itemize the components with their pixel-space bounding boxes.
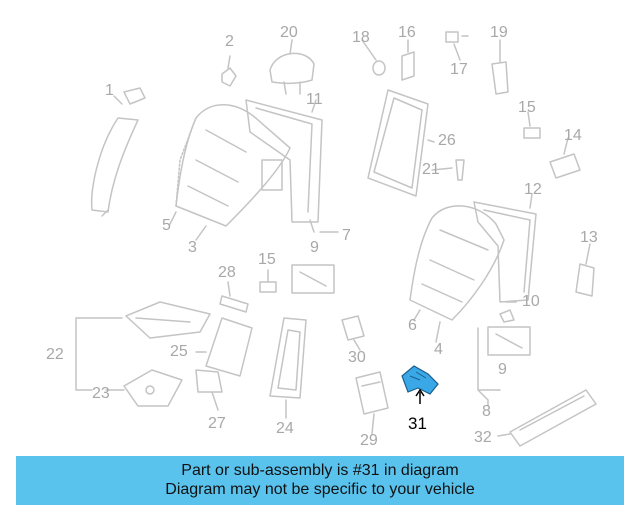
callout-4: 4 (434, 341, 443, 358)
callout-16: 16 (398, 24, 416, 41)
callout-6: 6 (408, 317, 417, 334)
seat-parts-diagram (75, 31, 597, 447)
part-24-tray[interactable] (269, 317, 307, 399)
callout-21: 21 (422, 161, 440, 178)
part-12-right-frame[interactable] (473, 201, 537, 303)
info-banner: Part or sub-assembly is #31 in diagram D… (16, 456, 624, 505)
callout-20: 20 (280, 24, 298, 41)
part-23-bracket[interactable] (123, 369, 183, 407)
part-1-side-trim[interactable] (90, 87, 146, 217)
part-17-screw[interactable] (445, 31, 469, 43)
callout-7: 7 (342, 227, 351, 244)
part-18-grommet[interactable] (372, 60, 386, 76)
callout-15-top: 15 (518, 99, 536, 116)
callout-32: 32 (474, 429, 492, 446)
callout-23: 23 (92, 385, 110, 402)
callout-5: 5 (162, 217, 171, 234)
callout-28: 28 (218, 264, 236, 281)
callout-10: 10 (522, 293, 540, 310)
banner-line-1: Part or sub-assembly is #31 in diagram (181, 462, 459, 479)
callout-2: 2 (225, 33, 234, 50)
part-10-clip[interactable] (499, 309, 515, 323)
part-26-rear-panel[interactable] (367, 89, 429, 197)
part-3-seatback-cushion[interactable] (175, 104, 291, 227)
callout-11: 11 (306, 91, 323, 108)
callout-19: 19 (490, 24, 508, 41)
callout-13: 13 (580, 229, 598, 246)
part-15-pin[interactable] (523, 127, 541, 139)
callout-17: 17 (450, 61, 468, 78)
callout-8: 8 (482, 403, 491, 420)
part-15b-pin[interactable] (259, 281, 277, 293)
part-4-right-seatback[interactable] (409, 205, 505, 321)
callout-24: 24 (276, 420, 294, 437)
callout-27: 27 (208, 415, 226, 432)
part-21-pin[interactable] (455, 159, 465, 181)
part-11-seatback-frame[interactable] (245, 99, 323, 223)
callout-9-left: 9 (310, 239, 319, 256)
part-30-bracket[interactable] (341, 315, 365, 341)
part-22-seat-cushion[interactable] (125, 301, 211, 339)
callout-31-highlighted: 31 (408, 414, 427, 433)
part-2-clip[interactable] (221, 67, 237, 87)
part-16-bracket[interactable] (401, 51, 415, 81)
callout-15-bottom: 15 (258, 251, 276, 268)
part-14-hinge[interactable] (549, 153, 581, 179)
callout-1: 1 (105, 82, 114, 99)
part-32-track[interactable] (509, 389, 597, 447)
part-13-cover[interactable] (575, 263, 595, 297)
callout-29: 29 (360, 432, 378, 449)
callout-22: 22 (46, 346, 64, 363)
part-27-pad[interactable] (195, 369, 223, 393)
part-9-fastener-kit-right[interactable] (487, 326, 531, 356)
part-29-mount[interactable] (355, 371, 389, 415)
banner-line-2: Diagram may not be specific to your vehi… (165, 481, 475, 498)
part-25-pad[interactable] (205, 317, 253, 377)
callout-26: 26 (438, 132, 456, 149)
callout-25: 25 (170, 343, 188, 360)
callout-30: 30 (348, 349, 366, 366)
part-31-highlighted[interactable] (401, 365, 439, 404)
part-19-latch[interactable] (491, 61, 509, 95)
callout-3: 3 (188, 239, 197, 256)
callout-18: 18 (352, 29, 370, 46)
part-20-headrest[interactable] (269, 52, 315, 95)
part-9-fastener-kit-left[interactable] (291, 264, 335, 294)
part-28-strip[interactable] (219, 295, 249, 313)
callout-12: 12 (524, 181, 542, 198)
callout-14: 14 (564, 127, 582, 144)
callout-9-right: 9 (498, 361, 507, 378)
